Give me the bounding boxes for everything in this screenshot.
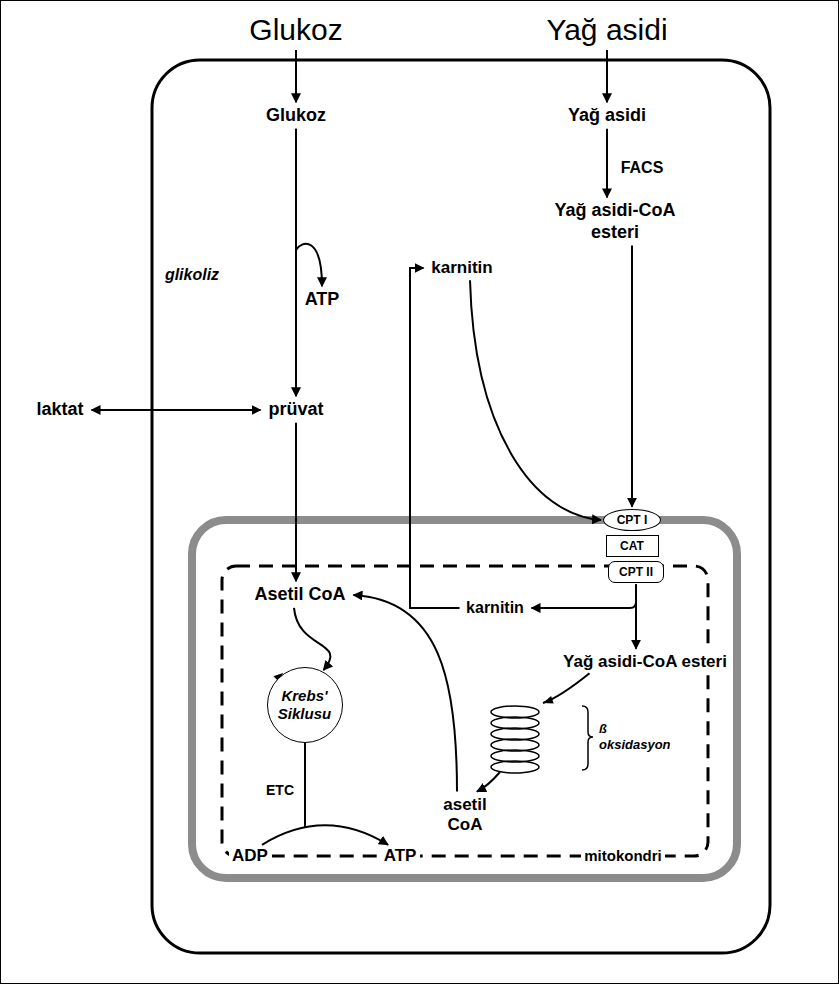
arrow-connector (295, 50, 297, 102)
metabolite-label: karnitin (428, 258, 497, 278)
beta-oxidation-spiral (491, 706, 539, 773)
node-text: karnitin (466, 598, 525, 617)
node-text: Glukoz (249, 12, 344, 48)
arrow-connector (606, 129, 608, 198)
node-text: Yağ asidi (567, 105, 647, 127)
node-text: mitokondri (581, 847, 665, 865)
arrow-connector (354, 595, 458, 792)
metabolite-label: ATP (380, 846, 420, 866)
arrow-connector (262, 825, 388, 845)
enzyme-box: CPT II (608, 561, 664, 583)
node-text: ADP (232, 846, 269, 866)
metabolite-label: Glukoz (262, 105, 330, 127)
node-text: asetil CoA (443, 795, 486, 836)
spiral-loop (491, 761, 539, 773)
node-text: Yağ asidi-CoA esteri (563, 652, 728, 672)
node-text: CAT (620, 539, 645, 553)
input-label: Yağ asidi (543, 12, 672, 48)
spiral-loop (491, 750, 539, 762)
node-text: Yağ asidi-CoA esteri (543, 200, 687, 243)
pathway-label: ETC (264, 782, 296, 799)
node-text: Yağ asidi (546, 12, 669, 48)
metabolite-label: prüvat (265, 399, 328, 421)
node-text: CPT I (616, 513, 648, 527)
node-text: Asetil CoA (254, 584, 347, 606)
arrow-connector (410, 268, 460, 608)
node-text: prüvat (268, 399, 325, 421)
bracket (582, 706, 593, 770)
metabolite-label: ATP (301, 289, 343, 311)
metabolite-label: laktat (33, 399, 88, 421)
arrow-connector (532, 584, 637, 608)
arrow-connector (296, 129, 322, 286)
cycle-circle: Krebs' Siklusu (267, 667, 343, 743)
arrow-connector (294, 608, 330, 670)
arrow-connector (470, 280, 601, 520)
arrow-connector (295, 423, 297, 581)
metabolite-label: ADP (229, 846, 272, 866)
mitochondrial-outer-membrane (192, 520, 737, 878)
metabolite-label: Yağ asidi-CoA esteri (560, 652, 731, 672)
node-text: karnitin (431, 258, 494, 278)
node-text: ATP (383, 846, 417, 866)
arrow-connector (631, 246, 633, 507)
enzyme-box: CAT (606, 535, 659, 557)
arrow-connector (606, 50, 608, 102)
node-text: Krebs' Siklusu (270, 687, 340, 723)
metabolite-label: Asetil CoA (251, 584, 350, 606)
enzyme-oval: CPT I (603, 509, 661, 531)
arrow-connector (477, 673, 590, 791)
mitochondrial-inner-membrane (222, 566, 708, 856)
spiral-loop (491, 728, 539, 740)
pathway-label: ß oksidasyon (597, 721, 673, 752)
spiral-loop (491, 739, 539, 751)
metabolite-label: karnitin (463, 598, 528, 617)
spiral-loop (491, 706, 539, 718)
metabolite-label: asetil CoA (440, 795, 491, 836)
spiral-loop (491, 717, 539, 729)
metabolite-label: Yağ asidi (564, 105, 650, 127)
input-label: Glukoz (246, 12, 347, 48)
node-text: CPT II (618, 565, 654, 579)
node-text: ATP (304, 289, 340, 311)
enzyme-label: FACS (619, 158, 666, 177)
electron-transport-line (304, 743, 306, 828)
metabolite-label: Yağ asidi-CoA esteri (540, 200, 690, 243)
pathway-label: glikoliz (163, 265, 221, 284)
cell-membrane (152, 60, 770, 953)
node-text: Glukoz (265, 105, 327, 127)
arrow-connector (92, 409, 261, 411)
node-text: laktat (36, 399, 85, 421)
